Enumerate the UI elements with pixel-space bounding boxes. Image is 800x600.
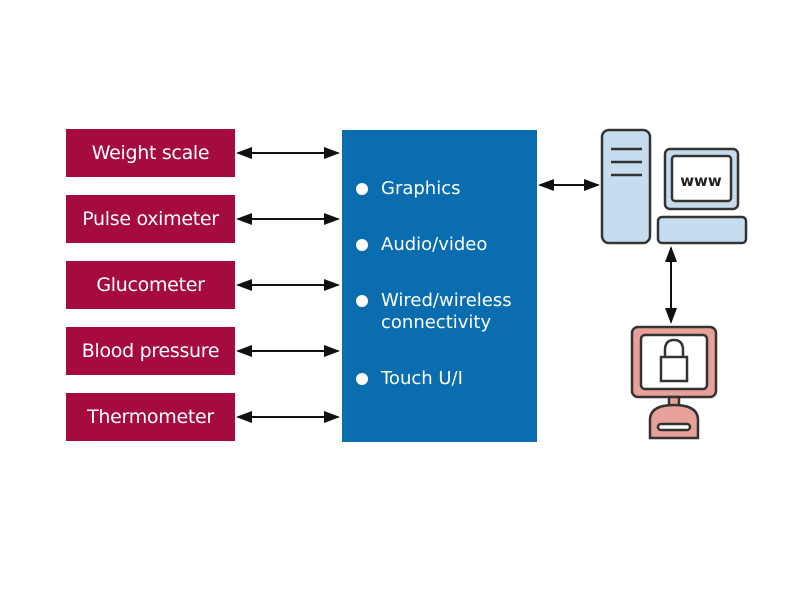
device-thermometer: Thermometer xyxy=(66,393,235,441)
device-blood-pressure: Blood pressure xyxy=(66,327,235,375)
device-pulse-oximeter: Pulse oximeter xyxy=(66,195,235,243)
feature-label: Touch U/I xyxy=(381,368,463,389)
feature-line1: Wired/wireless xyxy=(381,290,512,311)
web-monitor-icon xyxy=(656,147,748,245)
feature-label: Graphics xyxy=(381,178,461,199)
lock-icon xyxy=(659,338,689,383)
feature-label: Audio/video xyxy=(381,234,488,255)
bullet-icon xyxy=(356,373,368,385)
device-glucometer: Glucometer xyxy=(66,261,235,309)
feature-touch-ui: Touch U/I xyxy=(356,368,463,390)
device-weight-scale: Weight scale xyxy=(66,129,235,177)
feature-audio-video: Audio/video xyxy=(356,234,487,256)
feature-graphics: Graphics xyxy=(356,178,461,200)
bullet-icon xyxy=(356,295,368,307)
feature-line2: connectivity xyxy=(381,312,492,333)
server-icon xyxy=(600,128,652,245)
www-label: www xyxy=(680,172,722,190)
secure-terminal-icon xyxy=(630,325,718,440)
bullet-icon xyxy=(356,183,368,195)
bullet-icon xyxy=(356,239,368,251)
